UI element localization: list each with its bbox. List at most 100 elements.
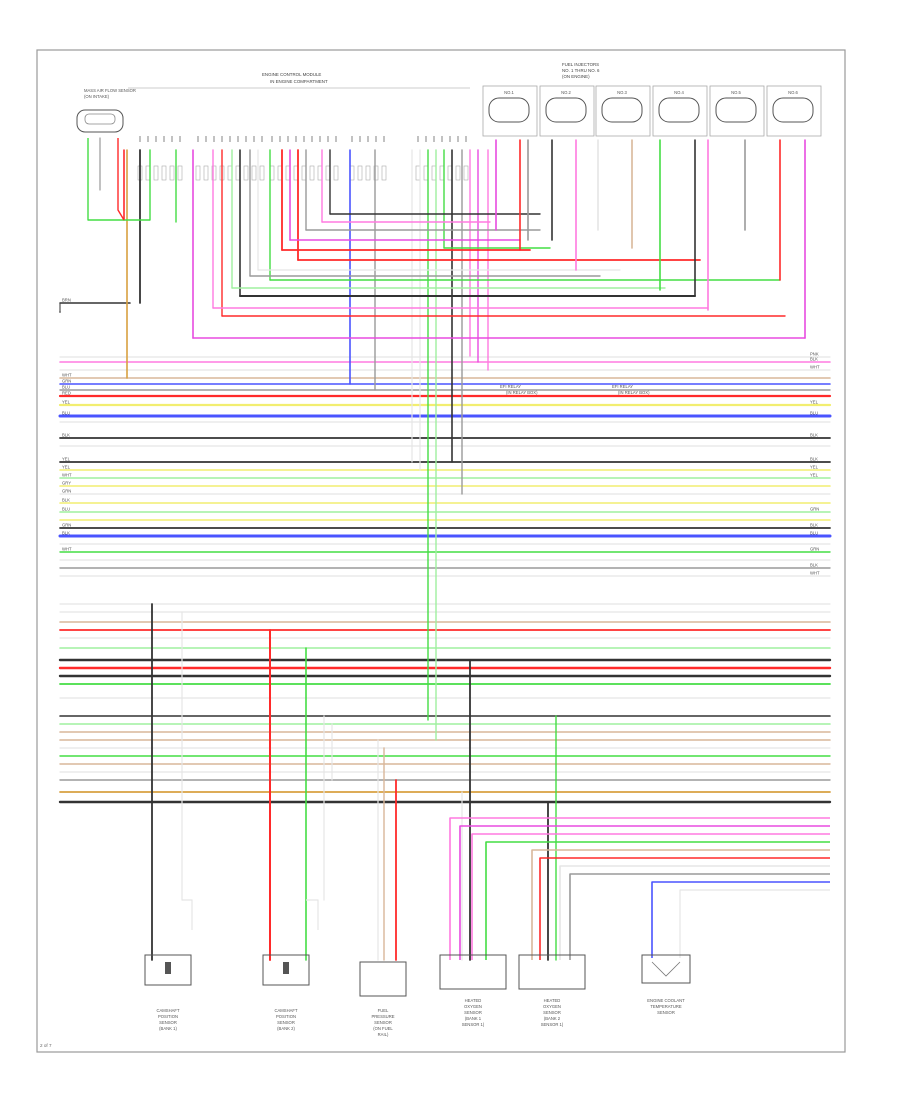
cmp1-label-2: POSITION — [158, 1014, 178, 1019]
wire-path-138 — [306, 899, 319, 930]
ecm-pin-housing-4-458 — [455, 165, 461, 181]
ect-label-1: ENGINE COOLANT — [647, 998, 685, 1003]
ect-sensor-symbol — [651, 961, 681, 977]
relay-sublabel-1: (IN RELAY BOX) — [506, 390, 538, 395]
ect-label-3: SENSOR — [657, 1010, 675, 1015]
cmp2-label-1: CAMSHAFT — [274, 1008, 297, 1013]
bus-label-left-0: BRN — [62, 298, 71, 303]
injector-body-6 — [772, 97, 814, 123]
bus-label-left-17: WHT — [62, 547, 72, 552]
ecm-pin-housing-3-368 — [365, 165, 371, 181]
diagram-frame — [36, 49, 846, 1053]
o2a-label-1: HEATED — [465, 998, 482, 1003]
o2b-label-1: HEATED — [544, 998, 561, 1003]
o2a-label-5: SENSOR 1) — [462, 1022, 485, 1027]
ecm-pin-housing-0-164 — [161, 165, 167, 181]
injector-label-3: NO.3 — [617, 90, 627, 95]
ect-sensor-body — [641, 954, 691, 984]
relay-sublabel-2: (IN RELAY BOX) — [618, 390, 650, 395]
ecm-pin-housing-1-198 — [195, 165, 201, 181]
o2b-label-3: SENSOR — [543, 1010, 561, 1015]
injector-frame-2 — [539, 85, 595, 137]
relay-label-1: EFI RELAY — [500, 384, 521, 389]
bus-label-right-11: BLU — [810, 531, 818, 536]
bus-label-left-8: YEL — [62, 457, 71, 462]
bus-label-right-2: WHT — [810, 365, 820, 370]
oxygen-sensor-a-body — [439, 954, 507, 990]
cmp2-label-2: POSITION — [276, 1014, 296, 1019]
bus-label-left-14: BLU — [62, 507, 70, 512]
ect-label-2: TEMPERATURE — [650, 1004, 682, 1009]
ecm-pin-housing-4-466 — [463, 165, 469, 181]
bus-label-left-12: GRN — [62, 489, 71, 494]
wire-path-111 — [117, 138, 125, 221]
o2b-label-2: OXYGEN — [543, 1004, 561, 1009]
bus-label-right-14: WHT — [810, 571, 820, 576]
ecm-pin-housing-1-254 — [251, 165, 257, 181]
maf-label-2: (ON INTAKE) — [84, 94, 110, 99]
oxygen-sensor-b-body — [518, 954, 586, 990]
ecm-pin-housing-2-312 — [309, 165, 315, 181]
bus-label-right-3: YEL — [810, 400, 819, 405]
injector-label-6: NO.6 — [788, 90, 798, 95]
wire-path-128 — [459, 825, 830, 960]
ecm-pin-housing-0-172 — [169, 165, 175, 181]
bus-label-left-3: BLU — [62, 385, 70, 390]
ecm-pin-housing-1-206 — [203, 165, 209, 181]
bus-label-left-15: GRN — [62, 523, 71, 528]
o2a-label-3: SENSOR — [464, 1010, 482, 1015]
injector-label-1: NO.1 — [504, 90, 514, 95]
bus-label-left-10: WHT — [62, 473, 72, 478]
bus-label-right-4: BLU — [810, 411, 818, 416]
o2a-label-2: OXYGEN — [464, 1004, 482, 1009]
bus-label-right-9: GRN — [810, 507, 819, 512]
injectors-header: FUEL INJECTORS — [562, 62, 599, 67]
wire-path-127 — [449, 817, 830, 960]
ecm-pin-housing-1-246 — [243, 165, 249, 181]
bus-label-left-5: YEL — [62, 400, 71, 405]
injector-body-2 — [545, 97, 587, 123]
wire-path-133 — [559, 865, 830, 960]
bus-label-right-13: BLK — [810, 563, 818, 568]
bus-label-right-12: GRN — [810, 547, 819, 552]
wire-path-132 — [539, 857, 830, 960]
injector-body-5 — [715, 97, 757, 123]
injector-body-1 — [488, 97, 530, 123]
cmp1-label-4: (BANK 1) — [159, 1026, 177, 1031]
ecm-pin-housing-0-156 — [153, 165, 159, 181]
relay-labels: EFI RELAY (IN RELAY BOX) EFI RELAY (IN R… — [500, 384, 650, 395]
cmp-sensor-2-core — [283, 962, 289, 974]
cmp-sensor-1-body — [144, 954, 192, 986]
fuel-injectors-group: NO.1 NO.2 NO.3 NO.4 NO.5 NO.6 — [482, 85, 822, 137]
ecm-header: ENGINE CONTROL MODULE — [262, 72, 321, 77]
bus-label-right-7: YEL — [810, 465, 819, 470]
injector-label-2: NO.2 — [561, 90, 571, 95]
injector-frame-1 — [482, 85, 538, 137]
wire-path-137 — [182, 899, 193, 930]
ecm-pin-housing-3-360 — [357, 165, 363, 181]
fps-label-5: RAIL) — [378, 1032, 389, 1037]
bus-label-left-1: WHT — [62, 373, 72, 378]
injector-label-4: NO.4 — [674, 90, 684, 95]
bus-label-left-6: BLU — [62, 411, 70, 416]
bottom-components: CAMSHAFT POSITION SENSOR (BANK 1) CAMSHA… — [144, 954, 691, 1037]
maf-label: MASS AIR FLOW SENSOR — [84, 88, 136, 93]
bus-label-left-9: YEL — [62, 465, 71, 470]
wire-path-136 — [679, 889, 830, 958]
bus-labels: BRNWHTGRNBLUREDYELBLUBLKYELYELWHTGRYGRNB… — [62, 298, 820, 576]
maf-body — [76, 109, 124, 133]
ecm-pin-housing-1-262 — [259, 165, 265, 181]
bus-label-left-4: RED — [62, 391, 71, 396]
wire-path-134 — [569, 873, 830, 960]
wire-path-131 — [531, 849, 830, 960]
maf-sensor: MASS AIR FLOW SENSOR (ON INTAKE) — [76, 88, 136, 133]
cmp2-label-3: SENSOR — [277, 1020, 295, 1025]
wire-path-129 — [471, 833, 830, 960]
bus-label-right-8: YEL — [810, 473, 819, 478]
injector-body-4 — [658, 97, 700, 123]
wires-layer — [58, 137, 832, 961]
injectors-subheader-1: NO. 1 THRU NO. 6 — [562, 68, 600, 73]
ecm-subheader: IN ENGINE COMPARTMENT — [270, 79, 328, 84]
injector-label-5: NO.5 — [731, 90, 741, 95]
